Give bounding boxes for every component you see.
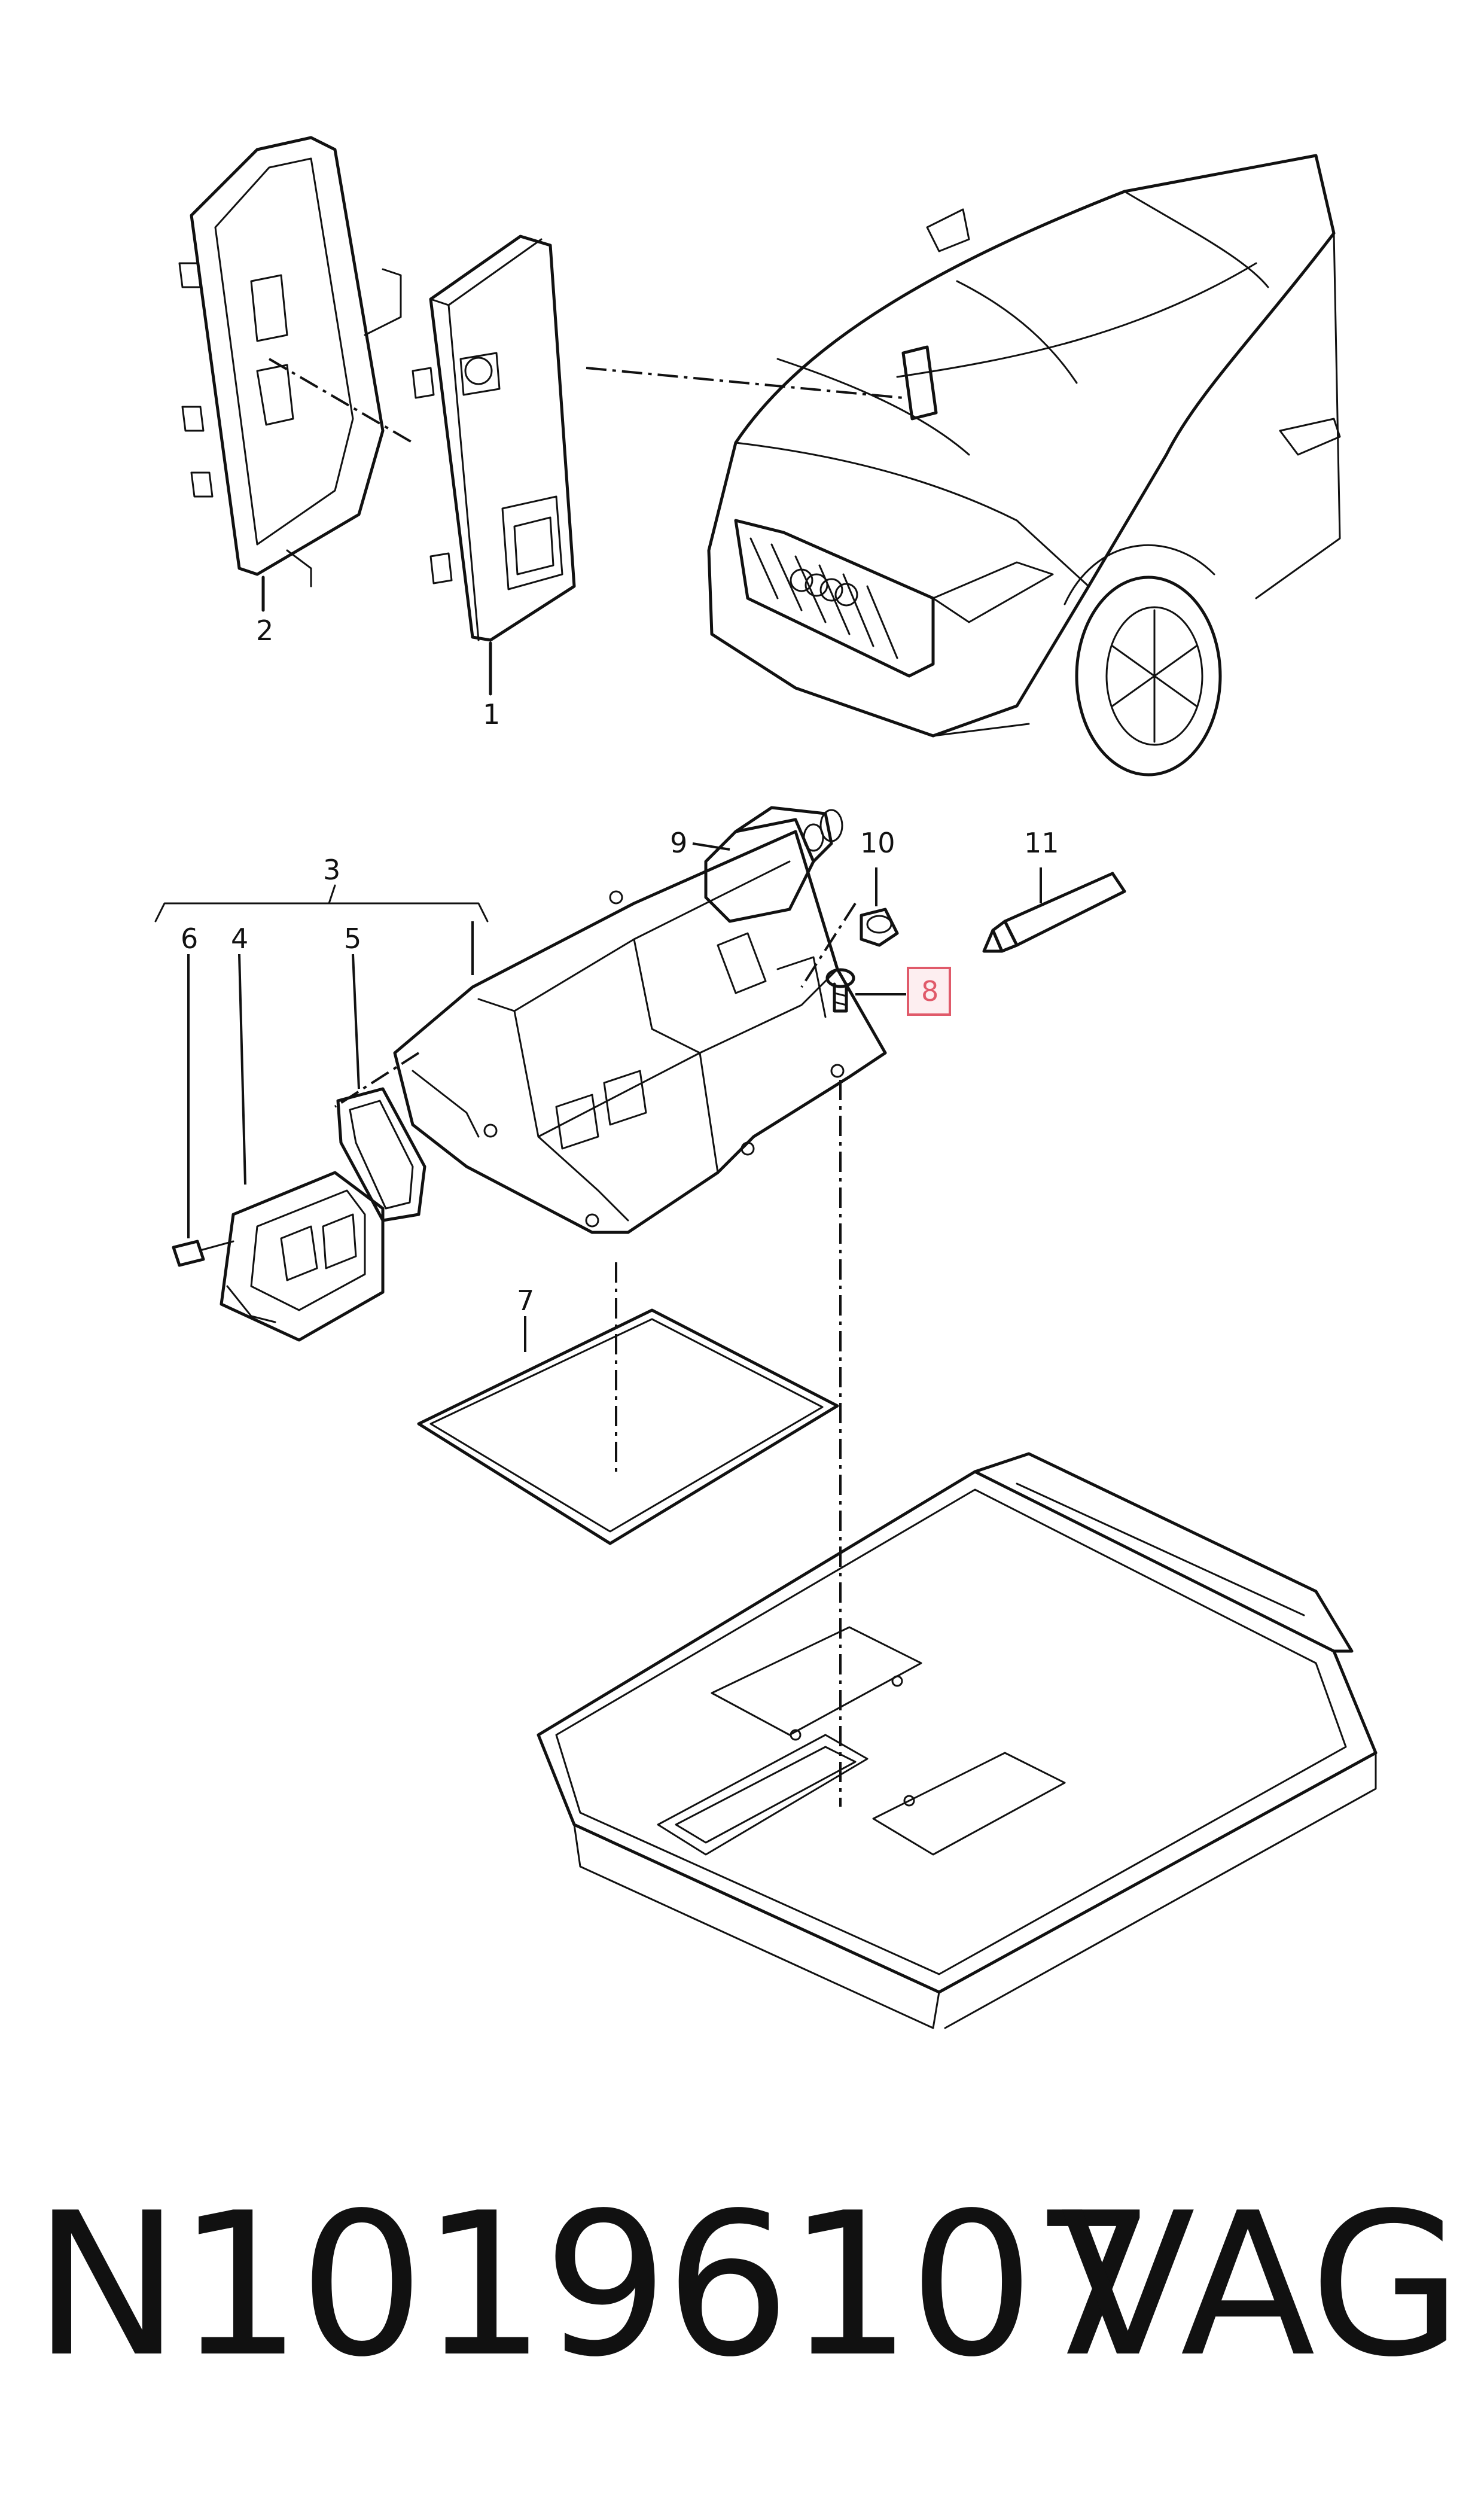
vehicle-illustration	[707, 154, 1341, 777]
battery-pack-tray	[537, 1452, 1378, 2029]
part-1-control-unit	[412, 235, 576, 642]
callout-11: 11	[1024, 827, 1059, 859]
part-8-screw	[825, 968, 855, 1013]
part-number: N10196107	[33, 2170, 1157, 2400]
leader-5	[352, 954, 360, 1089]
leader-4	[238, 954, 246, 1185]
brand-name: VAG	[1060, 2170, 1462, 2400]
callout-8: 8	[921, 975, 938, 1007]
part-5-gasket	[336, 1087, 426, 1222]
part-9-plug	[704, 806, 843, 923]
part-2-bracket	[178, 136, 402, 587]
callout-1: 1	[483, 698, 500, 730]
part-7-seal	[417, 1308, 839, 1545]
group-3-bracket	[154, 902, 489, 922]
leader-9	[692, 842, 730, 851]
callout-4: 4	[231, 922, 248, 955]
callout-2: 2	[256, 614, 273, 647]
part-6-screw	[172, 1240, 234, 1267]
callout-8-highlight-box	[907, 967, 951, 1016]
dash-bracket-to-unit	[268, 358, 414, 444]
callout-3: 3	[323, 854, 340, 886]
callout-6: 6	[181, 922, 198, 955]
exploded-parts-diagram: 1 2 3 6 4 5 7 8 9 10 11	[154, 136, 1378, 2029]
callout-7: 7	[517, 1284, 534, 1317]
dash-plug-to-housing	[800, 902, 857, 988]
callout-5: 5	[344, 922, 361, 955]
part-3-housing	[393, 830, 887, 1234]
part-11-sealant-tube	[982, 872, 1126, 953]
dash-housing-to-connector	[334, 1052, 420, 1108]
callout-10: 10	[860, 827, 895, 859]
part-10-nut	[860, 908, 899, 947]
part-4-connector	[220, 1171, 385, 1342]
dash-unit-to-car	[586, 367, 904, 399]
group-3-tick	[328, 884, 336, 905]
callout-9: 9	[670, 827, 687, 859]
